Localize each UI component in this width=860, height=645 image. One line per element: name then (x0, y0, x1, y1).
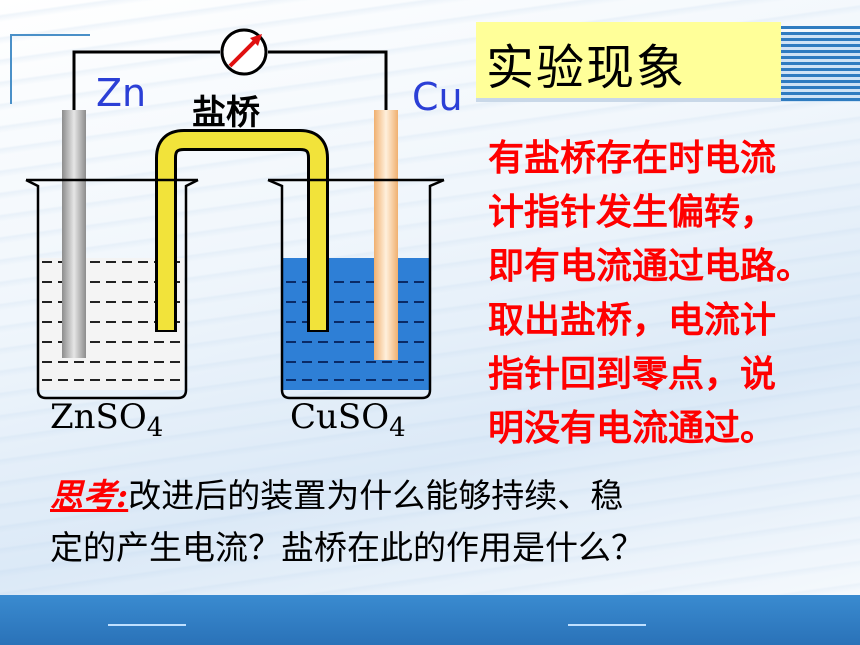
bottom-bar-decoration (108, 624, 186, 626)
right-beaker (267, 178, 445, 400)
corner-decoration (10, 34, 90, 36)
question-text: 思考:改进后的装置为什么能够持续、稳 定的产生电流？盐桥在此的作用是什么？ (50, 470, 840, 574)
title-box (476, 22, 781, 102)
observation-line: 即有电流通过电路。 (488, 246, 813, 287)
bottom-bar (0, 595, 860, 645)
observation-line: 指针回到零点，说 (488, 354, 777, 395)
salt-bridge-label: 盐桥 (192, 93, 260, 133)
galvanometer-icon (220, 28, 268, 76)
question-part-1: 改进后的装置为什么能够持续、稳 (128, 476, 624, 515)
znso4-label: ZnSO4 (50, 397, 163, 443)
zn-electrode (62, 110, 86, 358)
think-label: 思考: (50, 476, 129, 515)
stripe-decoration-top (780, 26, 860, 29)
observation-line: 明没有电流通过。 (488, 408, 777, 449)
cu-label: Cu (412, 75, 463, 119)
wire-right (268, 50, 388, 112)
question-line-1: 思考:改进后的装置为什么能够持续、稳 (50, 470, 840, 522)
observation-line: 有盐桥存在时电流 (488, 138, 777, 179)
salt-bridge (158, 132, 326, 330)
left-beaker (25, 178, 199, 400)
cuso4-solution (282, 258, 430, 390)
galvanic-cell-diagram: Zn Cu 盐桥 ZnSO4 CuSO4 (25, 28, 463, 443)
bottom-bar-decoration (568, 624, 646, 626)
observation-text: 有盐桥存在时电流 计指针发生偏转， 即有电流通过电路。 取出盐桥，电流计 指针回… (488, 132, 858, 456)
observation-line: 计指针发生偏转， (488, 192, 777, 233)
cu-electrode (374, 110, 398, 360)
slide-title: 实验现象 (486, 40, 687, 96)
wire-left (72, 50, 220, 110)
observation-line: 取出盐桥，电流计 (488, 300, 777, 341)
corner-decoration-vertical (10, 34, 12, 104)
cuso4-label: CuSO4 (290, 397, 406, 443)
zn-label: Zn (96, 71, 146, 115)
stripe-decoration (780, 32, 860, 102)
question-line-2: 定的产生电流？盐桥在此的作用是什么？ (50, 528, 644, 567)
